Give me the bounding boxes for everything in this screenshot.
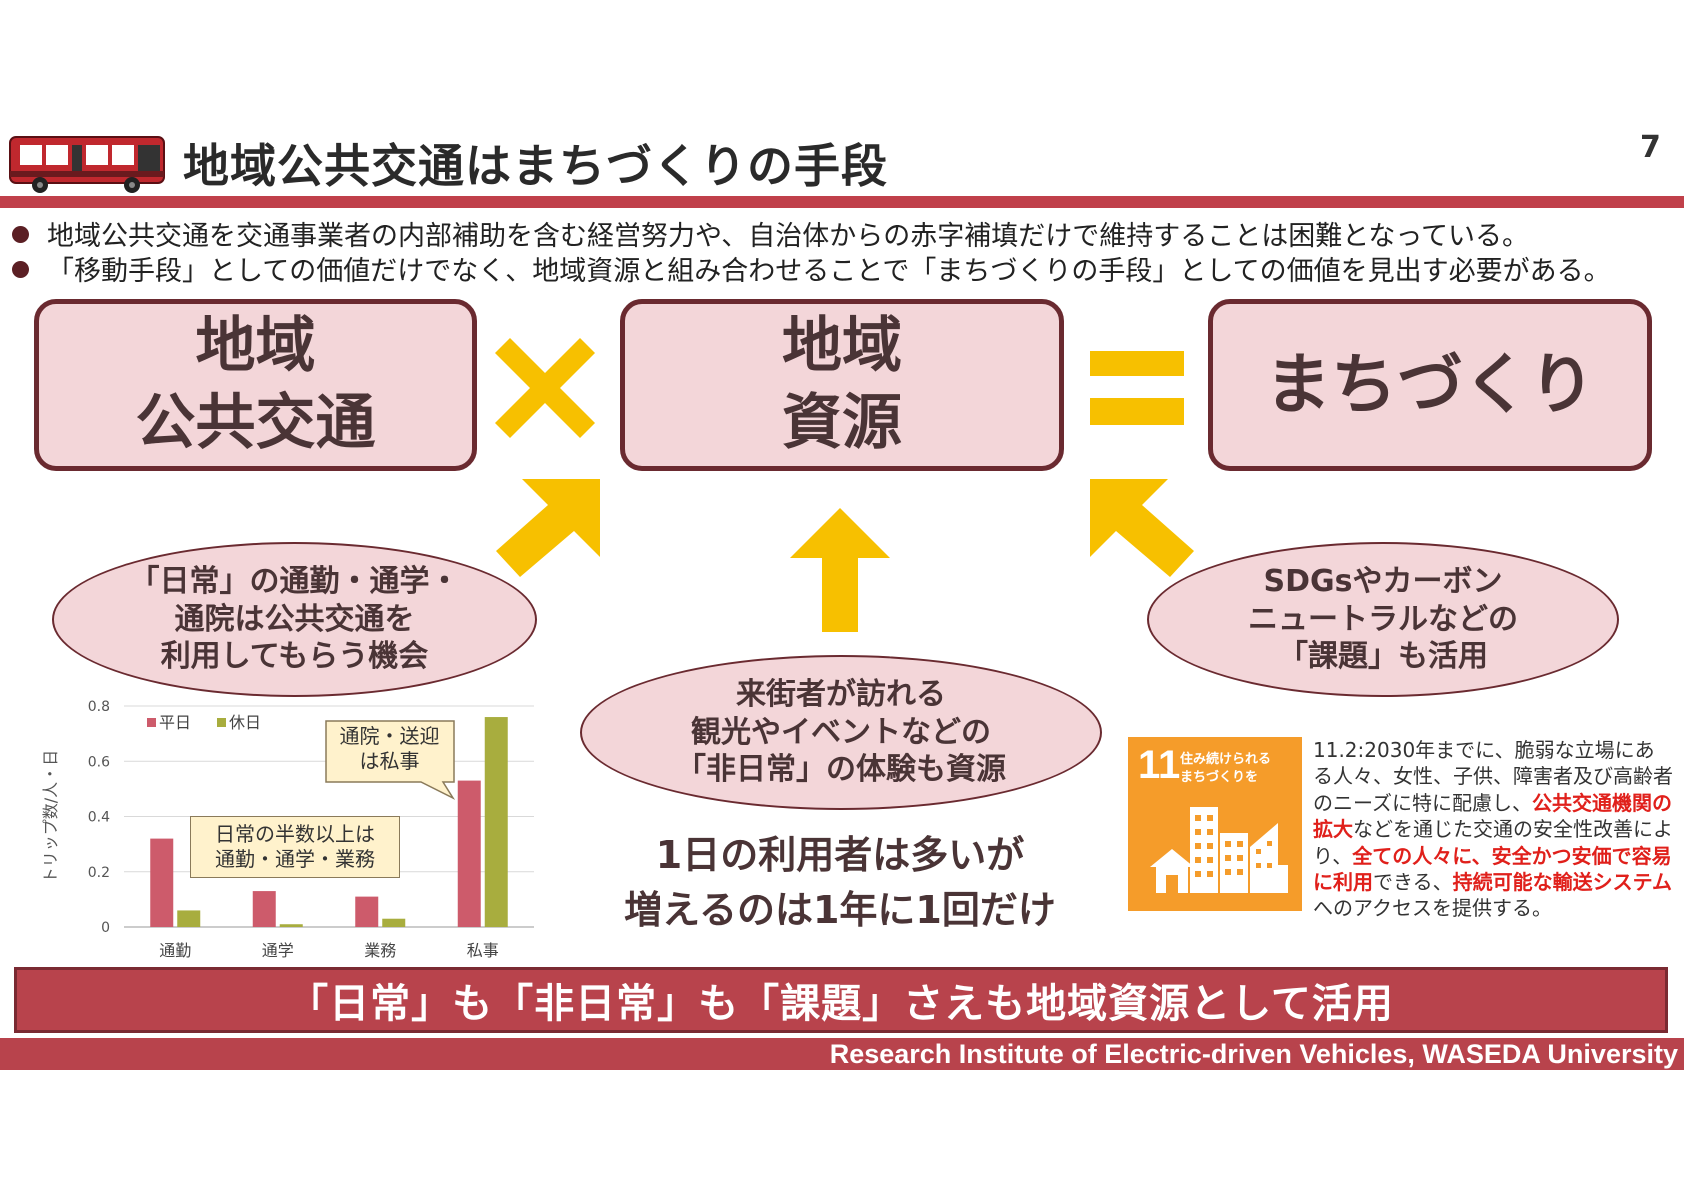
sdg-label-line: 住み続けられる (1180, 752, 1272, 767)
sdg-target-text: 11.2:2030年までに、脆弱な立場にある人々、女性、子供、障害者及び高齢者の… (1313, 737, 1673, 922)
y-tick-label: 0.2 (88, 865, 110, 881)
bar-平日 (150, 838, 174, 927)
box-line: 地域 (782, 311, 902, 382)
center-note-line: 1日の利用者は多いが (655, 833, 1025, 877)
x-tick-label: 通学 (262, 941, 294, 960)
y-axis-label: トリップ数/人・日 (41, 750, 60, 883)
arrow-up-left-icon (1090, 479, 1194, 577)
y-tick-label: 0.4 (88, 810, 110, 826)
chart-callout-private: 通院・送迎 は私事 (325, 720, 455, 800)
bar-平日 (355, 896, 379, 927)
legend-label: 休日 (229, 713, 261, 732)
sdg-label-line: まちづくりを (1180, 770, 1259, 786)
legend-swatch (147, 718, 156, 727)
legend-swatch (217, 718, 226, 727)
center-note: 1日の利用者は多いが 増えるのは1年に1回だけ (590, 828, 1090, 938)
bullet-icon (12, 226, 29, 243)
bar-休日 (484, 717, 508, 927)
ellipse-daily: 「日常」の通勤・通学・ 通院は公共交通を 利用してもらう機会 (52, 542, 537, 697)
bullet-item: 地域公共交通を交通事業者の内部補助を含む経営努力や、自治体からの赤字補填だけで維… (12, 214, 1529, 253)
bullet-text: 「移動手段」としての価値だけでなく、地域資源と組み合わせることで「まちづくりの手… (47, 256, 1611, 287)
ellipse-line: 利用してもらう機会 (160, 639, 429, 675)
ellipse-line: ニュートラルなどの (1248, 601, 1518, 637)
arrow-up-right-icon (496, 479, 600, 577)
legend-label: 平日 (159, 713, 191, 732)
sdg-text-part: できる、 (1373, 869, 1453, 894)
x-tick-label: 私事 (467, 941, 499, 960)
bus-logo (8, 133, 166, 195)
bar-平日 (252, 891, 276, 927)
city-icon (1150, 807, 1288, 893)
page-title: 地域公共交通はまちづくりの手段 (183, 139, 888, 193)
bullet-text: 地域公共交通を交通事業者の内部補助を含む経営努力や、自治体からの赤字補填だけで維… (47, 221, 1530, 252)
sdg-number: 11 (1138, 743, 1181, 787)
ellipse-line: 観光やイベントなどの (691, 714, 991, 750)
sdg-text-part: 11.2:2030年までに、脆弱な立場にある人々、女性、子供、障害者及び高齢者の… (1313, 738, 1673, 815)
arrow-up-icon (790, 508, 890, 632)
ellipse-line: SDGsやカーボン (1263, 564, 1503, 600)
footer-text: Research Institute of Electric-driven Ve… (829, 1039, 1678, 1069)
box-public-transport: 地域 公共交通 (34, 299, 477, 471)
box-line: 地域 (195, 311, 316, 382)
y-tick-label: 0.6 (88, 754, 110, 770)
callout-line: 日常の半数以上は (215, 822, 375, 846)
sdg-text-highlight: 全ての人々に、安全かつ安価で容易に利用 (1313, 843, 1672, 894)
banner-text: 「日常」も「非日常」も「課題」さえも地域資源として活用 (288, 981, 1394, 1027)
box-local-resources: 地域 資源 (620, 299, 1064, 471)
center-note-line: 増えるのは1年に1回だけ (624, 888, 1056, 933)
bullet-icon (12, 261, 29, 278)
footer-bar: Research Institute of Electric-driven Ve… (0, 1038, 1684, 1070)
ellipse-issues: SDGsやカーボン ニュートラルなどの 「課題」も活用 (1147, 542, 1619, 697)
conclusion-banner: 「日常」も「非日常」も「課題」さえも地域資源として活用 (14, 967, 1668, 1033)
bar-平日 (457, 780, 481, 927)
bullet-item: 「移動手段」としての価値だけでなく、地域資源と組み合わせることで「まちづくりの手… (12, 249, 1611, 288)
bar-休日 (177, 910, 201, 927)
box-line: まちづくり (1265, 345, 1595, 423)
sdg-text-part: へのアクセスを提供する。 (1313, 896, 1552, 921)
ellipse-line: 「非日常」の体験も資源 (676, 752, 1006, 788)
ellipse-line: 「課題」も活用 (1278, 639, 1488, 675)
callout-line: 通勤・通学・業務 (215, 847, 375, 871)
box-line: 資源 (782, 388, 902, 458)
sdg-text-part: などを通じた交通の安全性改善により、 (1313, 817, 1673, 868)
x-tick-label: 通勤 (159, 941, 191, 960)
multiply-icon (495, 338, 595, 438)
y-tick-label: 0 (101, 920, 110, 936)
chart-callout-daily: 日常の半数以上は 通勤・通学・業務 (190, 816, 400, 878)
x-tick-label: 業務 (364, 941, 396, 960)
ellipse-line: 通院は公共交通を (174, 601, 415, 637)
bar-休日 (382, 918, 406, 927)
ellipse-line: 「日常」の通勤・通学・ (129, 564, 460, 600)
box-line: 公共交通 (135, 388, 376, 458)
bar-休日 (279, 924, 303, 927)
sdg-text-highlight: 持続可能な輸送システム (1452, 869, 1673, 894)
page-number: 7 (1640, 130, 1661, 165)
sdg-11-icon: 11 住み続けられる まちづくりを (1128, 737, 1302, 911)
ellipse-line: 来街者が訪れる (736, 677, 946, 713)
callout-line: 通院・送迎 (339, 724, 440, 748)
sdg-text-highlight: 公共交通機関の拡大 (1313, 790, 1672, 842)
box-town-planning: まちづくり (1208, 299, 1652, 471)
title-divider (0, 196, 1684, 208)
callout-line: は私事 (359, 749, 420, 773)
equals-icon (1090, 351, 1184, 425)
y-tick-label: 0.8 (88, 699, 110, 715)
ellipse-non-daily: 来街者が訪れる 観光やイベントなどの 「非日常」の体験も資源 (580, 655, 1102, 810)
